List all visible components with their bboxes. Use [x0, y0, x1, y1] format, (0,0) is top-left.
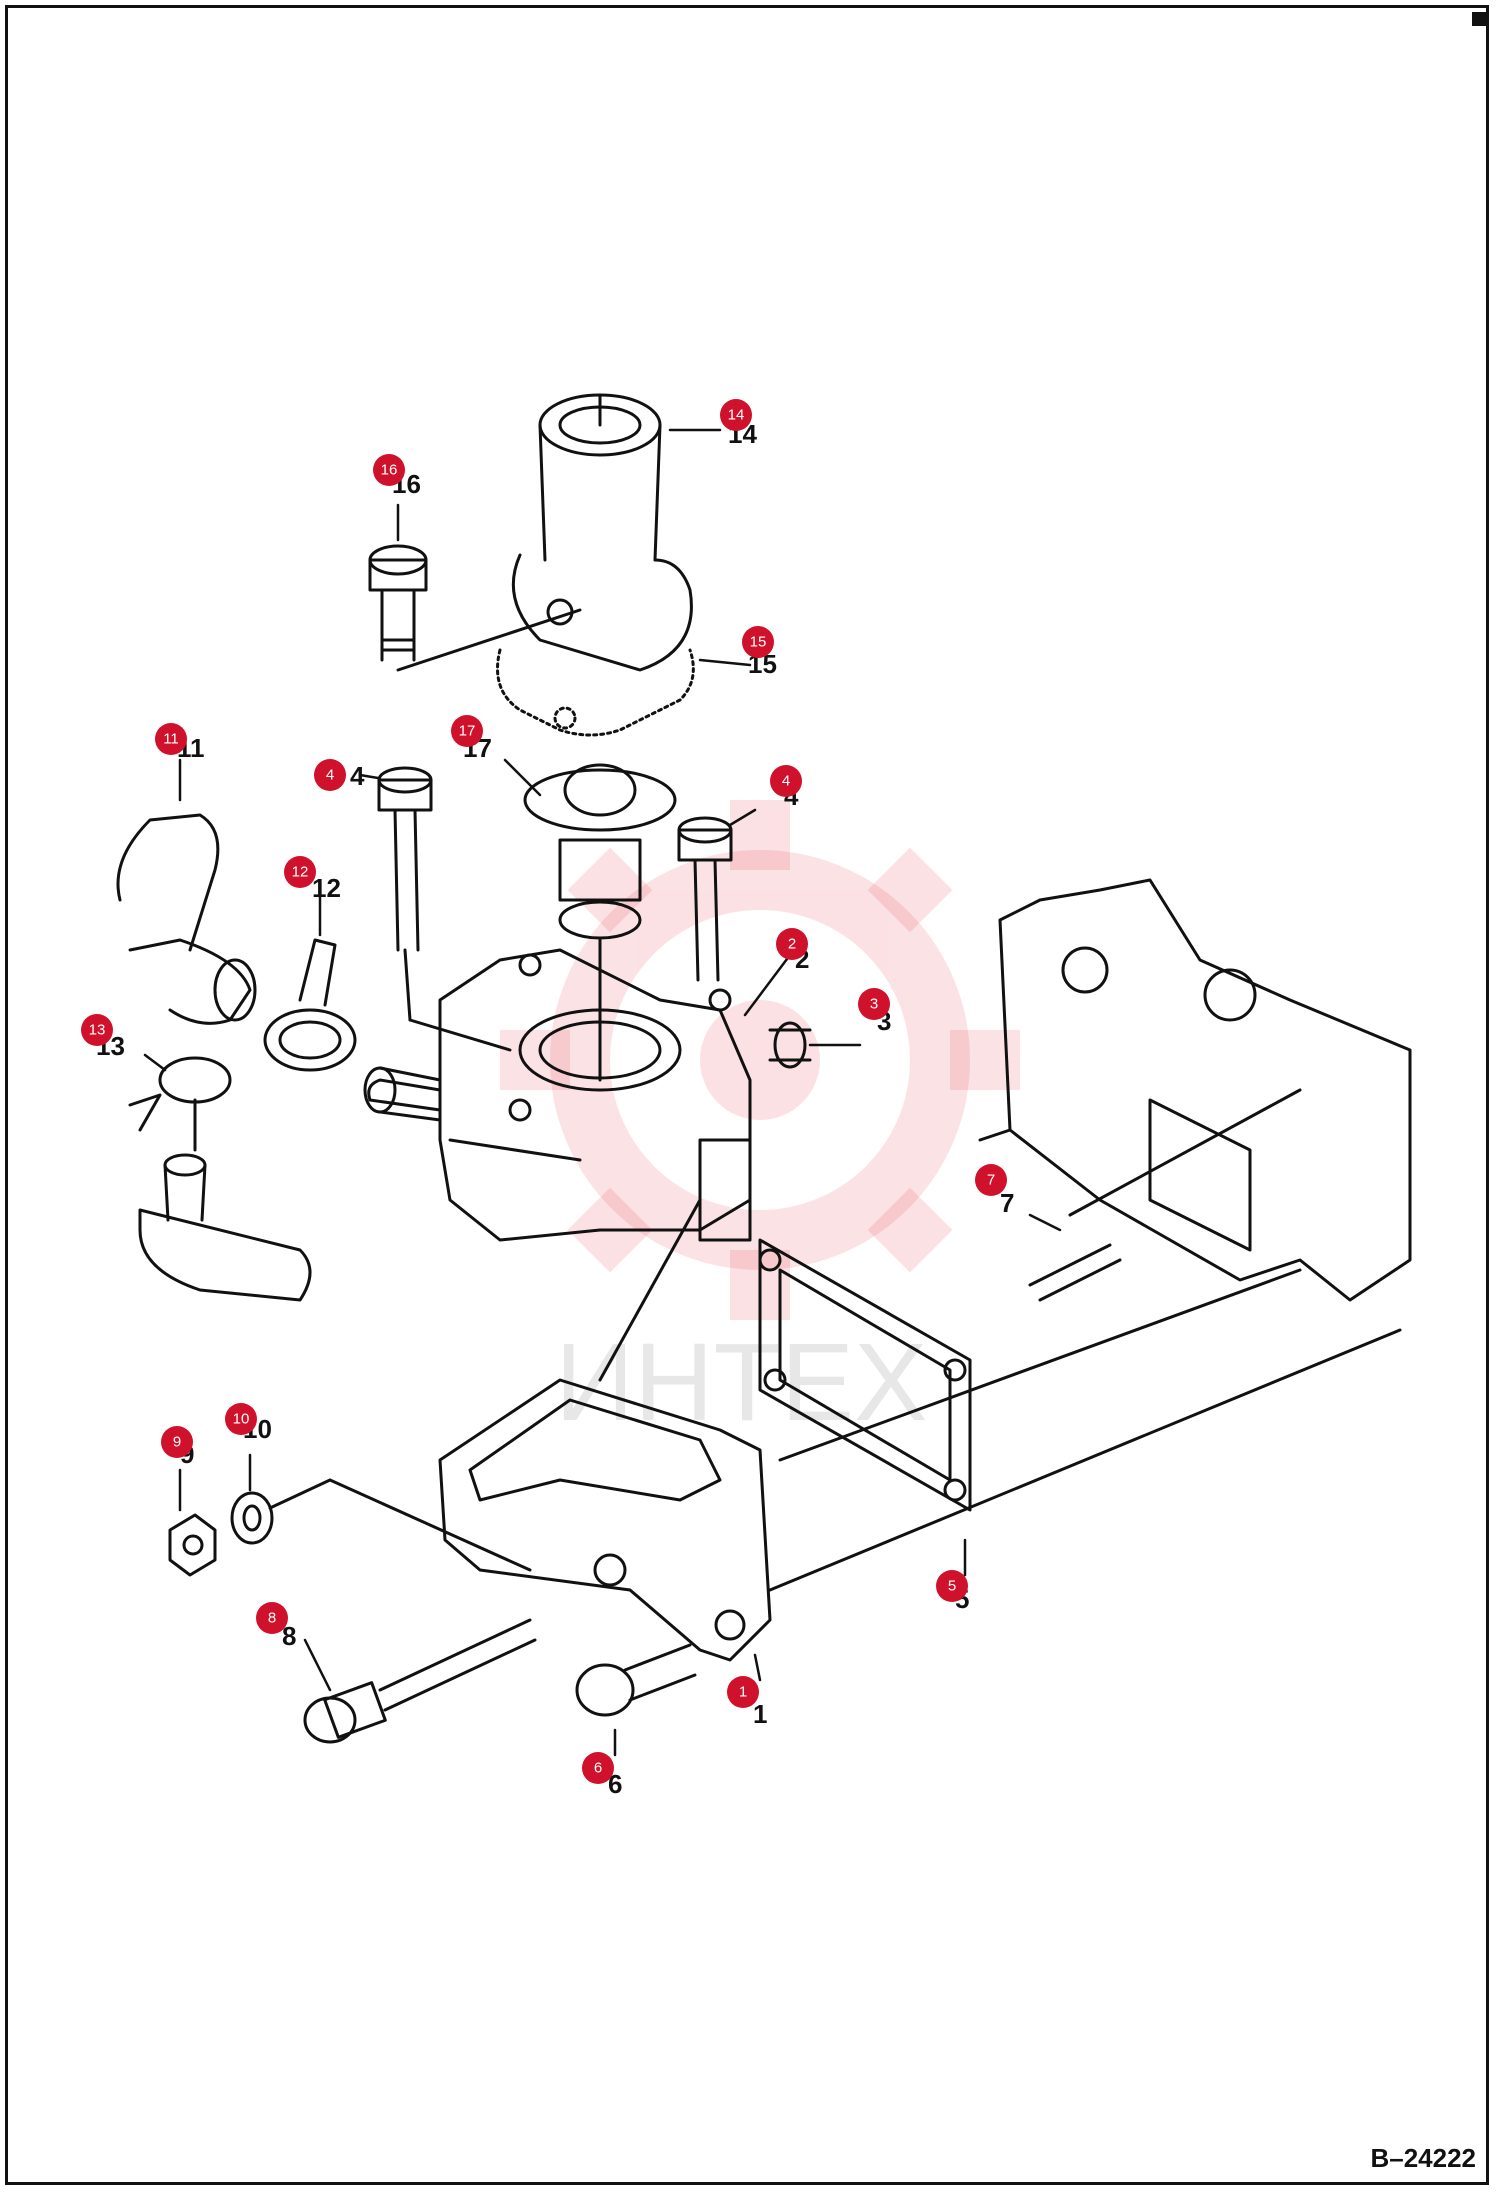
part-4-bolt-right	[677, 816, 733, 982]
part-6-bolt	[575, 1643, 697, 1717]
printed-number-6: 6	[608, 1769, 622, 1799]
diagram-frame	[5, 5, 1489, 2185]
figure-reference-code: B–24222	[1370, 2143, 1476, 2173]
svg-text:6: 6	[594, 1760, 602, 1777]
printed-number-12: 12	[312, 873, 341, 903]
part-5-gasket	[758, 1238, 972, 1512]
watermark-gear	[550, 850, 970, 1270]
callout-3[interactable]: 3	[858, 988, 890, 1020]
callout-11[interactable]: 11	[155, 723, 187, 755]
printed-number-7: 7	[1000, 1188, 1014, 1218]
printed-number-4: 4	[350, 761, 365, 791]
svg-text:7: 7	[987, 1172, 995, 1189]
callout-16[interactable]: 16	[373, 454, 405, 486]
callout-6[interactable]: 6	[582, 1752, 614, 1784]
printed-number-8: 8	[282, 1621, 296, 1651]
part-9-nut	[168, 1513, 217, 1577]
callout-7[interactable]: 7	[975, 1164, 1007, 1196]
svg-text:16: 16	[381, 462, 398, 479]
svg-text:15: 15	[750, 634, 767, 651]
part-17-thermostat	[523, 763, 677, 1082]
part-7-stud	[1028, 1088, 1302, 1302]
part-4-bolt-left	[377, 766, 512, 1052]
callout-badges: 1 2 3 4 4 5 6 7 8 9 10 11 12 13 14 15 16…	[81, 399, 1007, 1784]
svg-text:9: 9	[173, 1434, 181, 1451]
part-11-hose	[116, 813, 257, 1025]
engine-block	[768, 878, 1412, 1592]
watermark-text: ИНТЕХ	[555, 1321, 927, 1444]
callout-4-left[interactable]: 4	[314, 759, 346, 791]
svg-text:2: 2	[788, 936, 796, 953]
svg-text:3: 3	[870, 996, 878, 1013]
svg-text:5: 5	[948, 1578, 956, 1595]
callout-1[interactable]: 1	[727, 1676, 759, 1708]
callout-13[interactable]: 13	[81, 1014, 113, 1046]
part-1-water-flange	[438, 1198, 772, 1662]
part-15-gasket	[496, 648, 695, 737]
outlet-pipe	[363, 1066, 442, 1122]
part-2-thermostat-housing	[367, 948, 752, 1242]
svg-text:11: 11	[163, 731, 179, 748]
callout-5[interactable]: 5	[936, 1570, 968, 1602]
part-16-bolt	[368, 544, 582, 672]
printed-part-numbers: 14 16 15 17 11 4 4 12 2 3 13 7 10 9 5 8 …	[96, 419, 1014, 1799]
callout-12[interactable]: 12	[284, 856, 316, 888]
svg-text:8: 8	[268, 1610, 276, 1627]
svg-text:1: 1	[739, 1684, 747, 1701]
part-13-clamp	[128, 1056, 232, 1152]
callout-17[interactable]: 17	[451, 715, 483, 747]
corner-mark	[1472, 12, 1486, 26]
part-8-bolt	[303, 1618, 537, 1744]
svg-text:14: 14	[728, 407, 745, 424]
printed-number-1: 1	[753, 1699, 767, 1729]
callout-2[interactable]: 2	[776, 928, 808, 960]
svg-text:12: 12	[292, 864, 309, 881]
pipe-stub-plate	[138, 1153, 312, 1302]
callout-9[interactable]: 9	[161, 1426, 193, 1458]
svg-text:13: 13	[89, 1022, 106, 1039]
callout-10[interactable]: 10	[225, 1403, 257, 1435]
callout-14[interactable]: 14	[720, 399, 752, 431]
part-10-washer	[230, 1478, 532, 1572]
callout-4-right[interactable]: 4	[770, 765, 802, 797]
callout-8[interactable]: 8	[256, 1602, 288, 1634]
callout-15[interactable]: 15	[742, 626, 774, 658]
part-3-plug	[768, 1021, 812, 1069]
svg-text:4: 4	[326, 767, 334, 784]
part-12-clamp	[263, 938, 357, 1072]
part-14-outlet-neck	[511, 393, 693, 672]
svg-text:17: 17	[459, 723, 476, 740]
svg-text:10: 10	[233, 1411, 250, 1428]
leader-lines	[143, 428, 1062, 1757]
svg-text:4: 4	[782, 773, 790, 790]
